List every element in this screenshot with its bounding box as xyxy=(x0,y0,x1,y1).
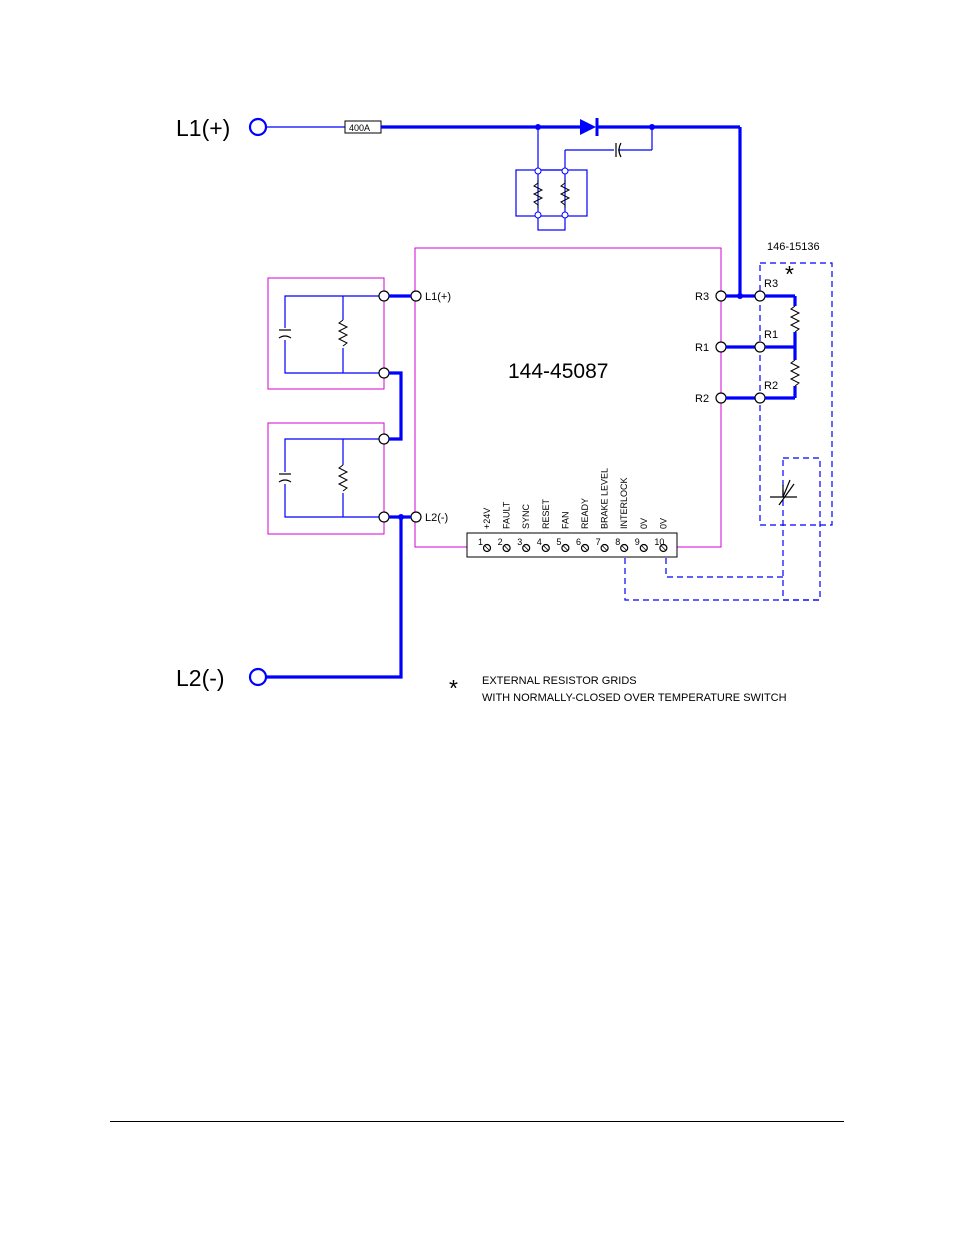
module-outline xyxy=(415,248,721,547)
terminal-number: 3 xyxy=(517,537,522,547)
module-l2-terminal xyxy=(411,512,421,522)
module-r1-terminal xyxy=(716,342,726,352)
note-line-1: EXTERNAL RESISTOR GRIDS xyxy=(482,675,637,687)
module-l2-label: L2(-) xyxy=(425,512,448,524)
thermal-switch-outline xyxy=(783,458,820,600)
terminal-number: 4 xyxy=(537,537,542,547)
module-r2-label: R2 xyxy=(695,393,709,405)
module-l1-terminal xyxy=(411,291,421,301)
cap-bank-terminal xyxy=(379,368,389,378)
junction-dot xyxy=(737,293,743,299)
module-part-number: 144-45087 xyxy=(508,360,608,383)
grid-part-number: 146-15136 xyxy=(767,241,820,253)
l2-minus-label: L2(-) xyxy=(176,665,225,691)
terminal-signal-label: INTERLOCK xyxy=(619,477,629,529)
module-r3-label: R3 xyxy=(695,291,709,303)
terminal-signal-label: 0V xyxy=(639,518,649,529)
grid-r1-label: R1 xyxy=(764,329,778,341)
terminal-number: 8 xyxy=(615,537,620,547)
terminal-signal-label: RESET xyxy=(541,498,551,529)
terminal-number: 9 xyxy=(635,537,640,547)
grid-asterisk: * xyxy=(785,261,794,287)
terminal-signal-label: READY xyxy=(580,498,590,529)
cap-bank-wire xyxy=(285,296,384,373)
terminal-number: 5 xyxy=(556,537,561,547)
grid-resistor-upper xyxy=(791,306,799,332)
l2-minus-terminal xyxy=(250,669,266,685)
terminal-number: 7 xyxy=(596,537,601,547)
terminal-number: 1 xyxy=(478,537,483,547)
node xyxy=(562,212,568,218)
zero-volt-wire xyxy=(666,548,783,577)
note-asterisk: * xyxy=(449,675,458,701)
fuse-rating: 400A xyxy=(349,123,370,133)
terminal-signal-label: +24V xyxy=(482,508,492,529)
module-r1-label: R1 xyxy=(695,342,709,354)
cap-bank-terminal xyxy=(379,512,389,522)
node xyxy=(535,212,541,218)
grid-resistor-lower xyxy=(791,360,799,386)
grid-r2-terminal xyxy=(755,393,765,403)
terminal-strip-signals: +24V FAULT SYNC RESET FAN READY BRAKE LEVEL INT… xyxy=(482,468,668,529)
note-line-2: WITH NORMALLY-CLOSED OVER TEMPERATURE SW… xyxy=(482,692,787,704)
grid-r2-label: R2 xyxy=(764,380,778,392)
node xyxy=(535,168,541,174)
cap-bank-link xyxy=(389,373,401,439)
terminal-signal-label: BRAKE LEVEL xyxy=(600,468,610,529)
grid-r3-terminal xyxy=(755,291,765,301)
terminal-number: 6 xyxy=(576,537,581,547)
l2-bus xyxy=(266,517,401,677)
grid-r3-label: R3 xyxy=(764,278,778,290)
cap-bank-wire xyxy=(285,439,384,517)
terminal-signal-label: SYNC xyxy=(521,503,531,529)
terminal-signal-label: 0V xyxy=(658,518,668,529)
module-r2-terminal xyxy=(716,393,726,403)
grid-r1-terminal xyxy=(755,342,765,352)
terminal-number: 2 xyxy=(498,537,503,547)
terminal-signal-label: FAULT xyxy=(502,501,512,529)
terminal-signal-label: FAN xyxy=(560,511,570,529)
cap-bank-terminal xyxy=(379,434,389,444)
module-r3-terminal xyxy=(716,291,726,301)
l1-plus-terminal xyxy=(250,119,266,135)
node xyxy=(562,168,568,174)
l1-plus-label: L1(+) xyxy=(176,115,230,141)
diode-symbol xyxy=(580,119,596,135)
snubber-box xyxy=(516,170,587,216)
footer-rule xyxy=(110,1121,844,1122)
snubber-inner xyxy=(538,170,565,230)
module-l1-label: L1(+) xyxy=(425,291,451,303)
cap-bank-terminal xyxy=(379,291,389,301)
